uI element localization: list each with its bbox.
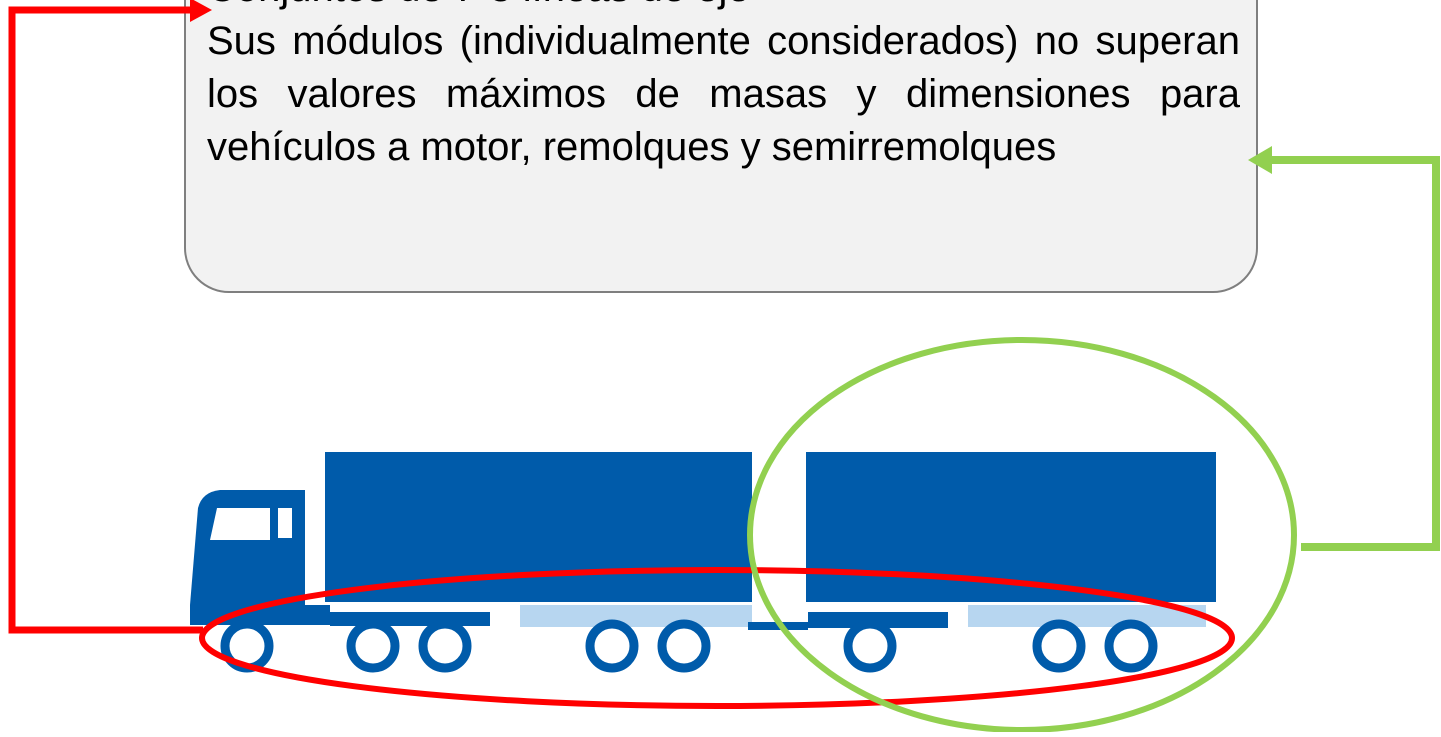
green-arrowhead [1248,146,1272,174]
green-ellipse [747,337,1297,733]
trailer-cargo-box [806,452,1216,602]
green-arrow [1268,156,1440,551]
red-ellipse [199,567,1235,709]
callout-body: Sus módulos (individualmente considerado… [207,19,1240,169]
callout-line-1: Conjuntos de 7-8 líneas de eje [207,0,1240,15]
callout-text: Conjuntos de 7-8 líneas de eje Sus módul… [207,0,1240,174]
truck-cargo-box [325,452,752,602]
truck-trailer-icon [190,452,1216,673]
red-arrowhead [190,0,212,22]
truck-cab [190,490,305,605]
callout-box [184,0,1258,293]
red-arrow [8,6,203,634]
